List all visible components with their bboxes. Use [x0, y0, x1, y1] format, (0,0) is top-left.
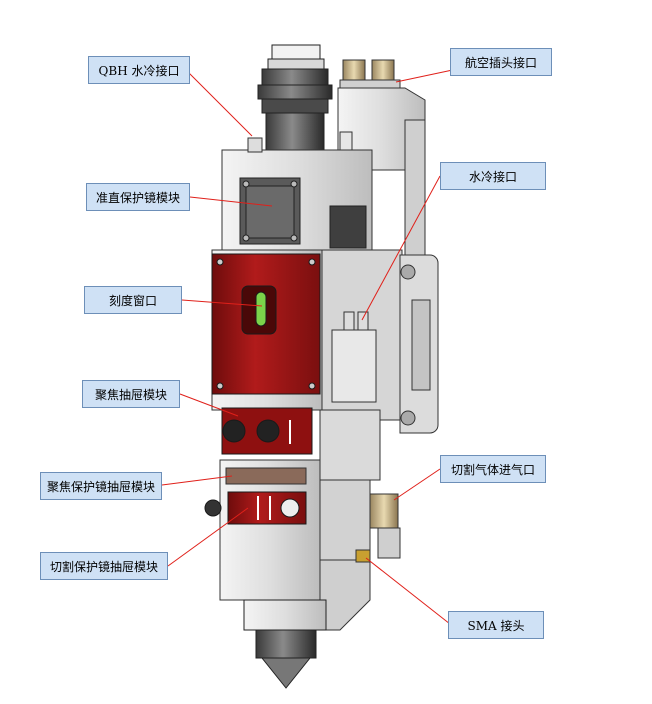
gas-inlet: [369, 493, 401, 559]
label-cut-gas-inlet: 切割气体进气口: [440, 455, 546, 483]
scale-window-module: [211, 253, 321, 395]
label-focus-drawer: 聚焦抽屉模块: [82, 380, 180, 408]
focus-protect-drawer: [225, 467, 307, 485]
right-bracket: [399, 254, 439, 434]
qbh-connector: [257, 44, 333, 154]
label-scale-window: 刻度窗口: [84, 286, 182, 314]
label-aviation-plug: 航空插头接口: [450, 48, 552, 76]
label-collimator-module: 准直保护镜模块: [86, 183, 190, 211]
water-port: [331, 311, 377, 403]
side-plate: [329, 205, 367, 249]
label-cut-protect-drawer: 切割保护镜抽屉模块: [40, 552, 168, 580]
aviation-plugs: [339, 59, 401, 91]
sma-connector: [355, 549, 371, 563]
label-sma-connector: SMA 接头: [448, 611, 544, 639]
collimator-module: [239, 177, 301, 245]
label-qbh-water: QBH 水冷接口: [88, 56, 190, 84]
cut-protect-drawer: [204, 491, 307, 525]
leader-lines: [161, 67, 463, 625]
label-focus-protect-drawer: 聚焦保护镜抽屉模块: [40, 472, 162, 500]
nozzle: [243, 599, 327, 689]
label-water-port: 水冷接口: [440, 162, 546, 190]
